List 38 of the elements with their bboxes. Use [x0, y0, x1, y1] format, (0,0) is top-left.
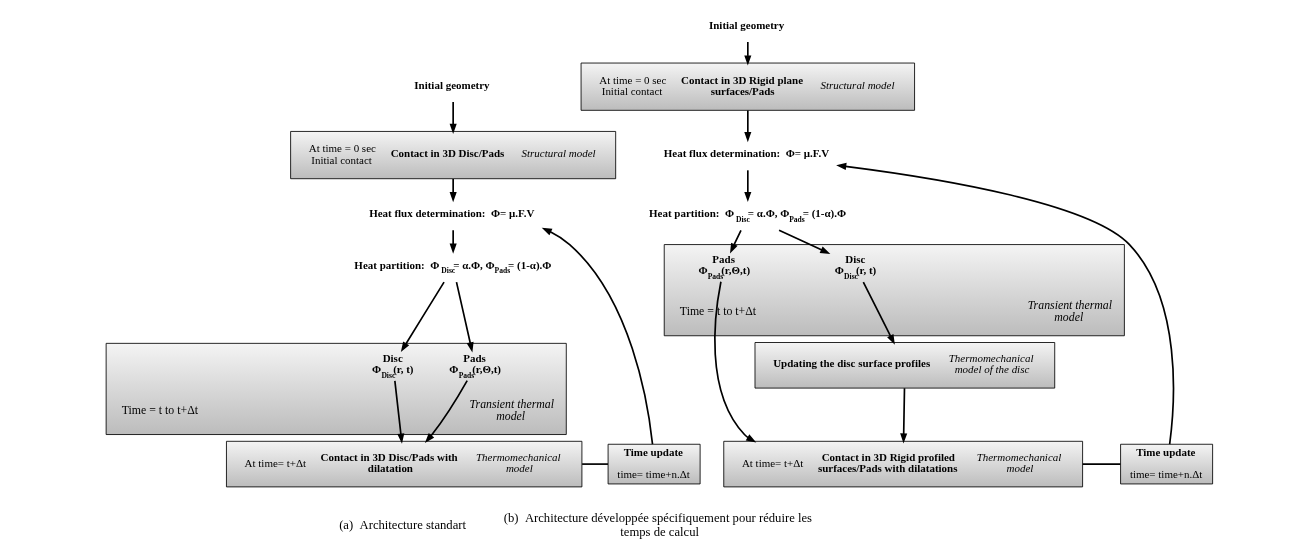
node-box: At time= t+Δt Contact in 3D Rigid profiled surfaces/Pads with dilatations Thermomechanical model [722, 440, 1083, 488]
node-box: At time = 0 sec Initial contact Contact in 3D Disc/Pads Structural model [289, 131, 616, 180]
node-text: Heat flux determination: Φ= μ.F.V [368, 207, 534, 220]
node-text: Heat flux determination: Φ= μ.F.V [663, 147, 829, 160]
node-text: Disc Φ$_{Disc}$(r, t) [834, 253, 876, 281]
node-text: Heat partition: Φ$_{Disc}$= α.Φ, Φ$_{Pads}$= (1-α).Φ [648, 207, 846, 224]
arrow [449, 101, 457, 134]
node-text: Pads Φ$_{Pads}$(r,Θ,t) [448, 352, 501, 380]
node-box: Updating the disc surface profiles Thermomechanical model of the disc [754, 342, 1055, 389]
arrow [455, 281, 474, 353]
arrow [424, 379, 468, 444]
connector [1081, 463, 1121, 465]
connector [580, 463, 609, 465]
arrow [899, 387, 907, 444]
node-text: Heat partition: Φ$_{Disc}$= α.Φ, Φ$_{Pads}$= (1-α).Φ [353, 258, 551, 276]
node-box: At time = 0 sec Initial contact Contact in 3D Rigid plane surfaces/Pads Structural model [580, 62, 915, 111]
arrow [743, 169, 751, 203]
arrow [835, 162, 1174, 445]
label: (b) Architecture développée spécifiquement pour réduire les temps de calcul [503, 510, 812, 539]
node-text: Initial geometry [413, 78, 490, 91]
node-box: Time update time= time+n.Δt [607, 443, 701, 485]
arrow [393, 380, 404, 444]
arrow [777, 229, 830, 254]
arrow [400, 281, 445, 353]
node-text: Pads Φ$_{Pads}$(r,Θ,t) [697, 253, 750, 281]
node-box: At time= t+Δt Contact in 3D Disc/Pads with dilatation Thermomechanical model [225, 440, 582, 488]
arrow [449, 229, 457, 254]
arrow [743, 41, 751, 66]
arrow [743, 109, 751, 143]
arrow [713, 280, 756, 443]
arrow [541, 227, 653, 445]
node-text: Initial geometry [708, 18, 784, 31]
arrow [449, 178, 457, 203]
arrow [862, 281, 895, 345]
arrow [729, 229, 742, 254]
node-text: Disc Φ$_{Disc}$(r, t) [371, 352, 414, 380]
node-box: Time update time= time+n.Δt [1119, 443, 1213, 485]
label: (a) Architecture standart [338, 517, 466, 532]
